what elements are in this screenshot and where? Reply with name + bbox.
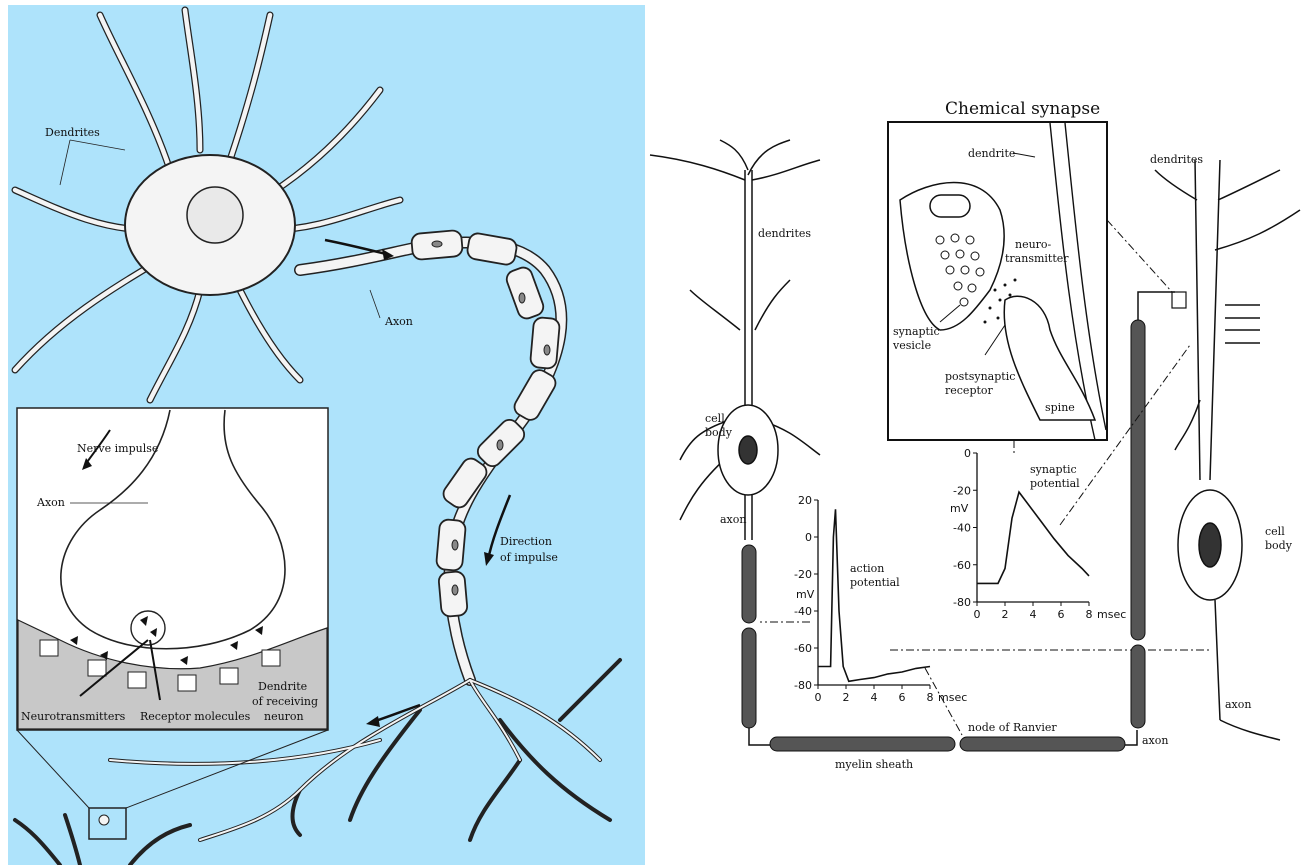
- synaptic-x-unit: msec: [1097, 608, 1126, 621]
- synaptic-y-tick-label: -20: [953, 484, 971, 497]
- synaptic-annotation-line2: potential: [1030, 477, 1080, 490]
- chemical-synapse-title: Chemical synapse: [945, 99, 1100, 119]
- label-receptor-molecules: Receptor molecules: [140, 710, 251, 723]
- label-neurotransmitter-2: transmitter: [1005, 252, 1069, 265]
- myelinated-axon-right: [1131, 320, 1145, 728]
- mitochondrion: [930, 195, 970, 217]
- synaptic-y-tick-label: -40: [953, 522, 971, 535]
- right-figure: Chemical synapse: [650, 99, 1300, 771]
- label-neurotransmitters: Neurotransmitters: [21, 710, 126, 723]
- label-myelin-sheath: myelin sheath: [835, 758, 913, 771]
- label-synaptic-vesicle-1: synaptic: [893, 325, 940, 338]
- synapse-zoom-box: [1172, 292, 1186, 308]
- synaptic-x-tick-label: 4: [1030, 608, 1037, 621]
- synaptic-y-tick-label: -60: [953, 559, 971, 572]
- label-neurotransmitter-1: neuro-: [1015, 238, 1052, 251]
- myelin-sheath-bottom: [770, 737, 1125, 751]
- action-x-unit: msec: [938, 691, 967, 704]
- label-dendrite-receiving-1: Dendrite: [258, 680, 307, 693]
- sending-neuron: [650, 140, 820, 540]
- label-direction-of-impulse-1: Direction: [500, 535, 552, 548]
- action-y-tick-label: 0: [805, 531, 812, 544]
- label-axon-right: axon: [1225, 698, 1251, 711]
- action-trace: [818, 509, 930, 681]
- action-x-tick-label: 6: [899, 691, 906, 704]
- synaptic-y-tick-label: -80: [953, 596, 971, 609]
- action-y-tick-label: 20: [798, 494, 812, 507]
- synaptic-y-label: mV: [950, 502, 969, 515]
- synaptic-x-tick-label: 0: [974, 608, 981, 621]
- action-x-tick-label: 8: [927, 691, 934, 704]
- synaptic-x-tick-label: 8: [1086, 608, 1093, 621]
- action-x-tick-label: 0: [815, 691, 822, 704]
- synaptic-x-tick-label: 6: [1058, 608, 1065, 621]
- label-axon-bottom: axon: [1142, 734, 1168, 747]
- label-cell-body-left-2: body: [705, 426, 733, 439]
- myelinated-axon-left: [742, 545, 756, 728]
- label-dendrite-receiving-3: neuron: [264, 710, 304, 723]
- synapse-inset-left: Nerve impulse Axon Neurotransmitters Rec…: [17, 408, 328, 730]
- synaptic-annotation-line1: synaptic: [1030, 463, 1077, 476]
- action-y-tick-label: -80: [794, 679, 812, 692]
- label-spine: spine: [1045, 401, 1075, 414]
- label-dendrites: Dendrites: [45, 126, 100, 139]
- label-postsynaptic-receptor-1: postsynaptic: [945, 370, 1015, 383]
- label-cell-body-right-2: body: [1265, 539, 1293, 552]
- label-inset-axon: Axon: [36, 496, 65, 509]
- action-x-tick-label: 4: [871, 691, 878, 704]
- label-dendrites-right: dendrites: [1150, 153, 1203, 166]
- label-inset-dendrite: dendrite: [968, 147, 1015, 160]
- label-node-of-ranvier: node of Ranvier: [968, 721, 1057, 734]
- action-annotation-line2: potential: [850, 576, 900, 589]
- receiving-neuron-right: [1155, 160, 1300, 740]
- synaptic-trace: [977, 492, 1089, 583]
- action-y-tick-label: -20: [794, 568, 812, 581]
- synaptic-y-tick-label: 0: [964, 447, 971, 460]
- synaptic-x-tick-label: 2: [1002, 608, 1009, 621]
- label-dendrite-receiving-2: of receiving: [252, 695, 318, 708]
- label-axon: Axon: [384, 315, 413, 328]
- label-cell-body-left-1: cell: [705, 412, 725, 425]
- label-direction-of-impulse-2: of impulse: [500, 551, 558, 564]
- label-nerve-impulse: Nerve impulse: [77, 442, 158, 455]
- action-y-label: mV: [796, 588, 815, 601]
- label-dendrites-left: dendrites: [758, 227, 811, 240]
- label-cell-body-right-1: cell: [1265, 525, 1285, 538]
- action-y-tick-label: -60: [794, 642, 812, 655]
- action-y-tick-label: -40: [794, 605, 812, 618]
- nucleus: [187, 187, 243, 243]
- label-axon-left: axon: [720, 513, 746, 526]
- label-synaptic-vesicle-2: vesicle: [892, 339, 931, 352]
- action-x-tick-label: 2: [843, 691, 850, 704]
- label-postsynaptic-receptor-2: receptor: [945, 384, 994, 397]
- action-annotation-line1: action: [850, 562, 884, 575]
- dendritic-spines: [1225, 305, 1260, 343]
- left-neuron-figure: Dendrites Axon Direction of impulse: [8, 5, 645, 865]
- synapse-inset-right: dendrite neuro- transmitter synaptic ves…: [888, 122, 1107, 440]
